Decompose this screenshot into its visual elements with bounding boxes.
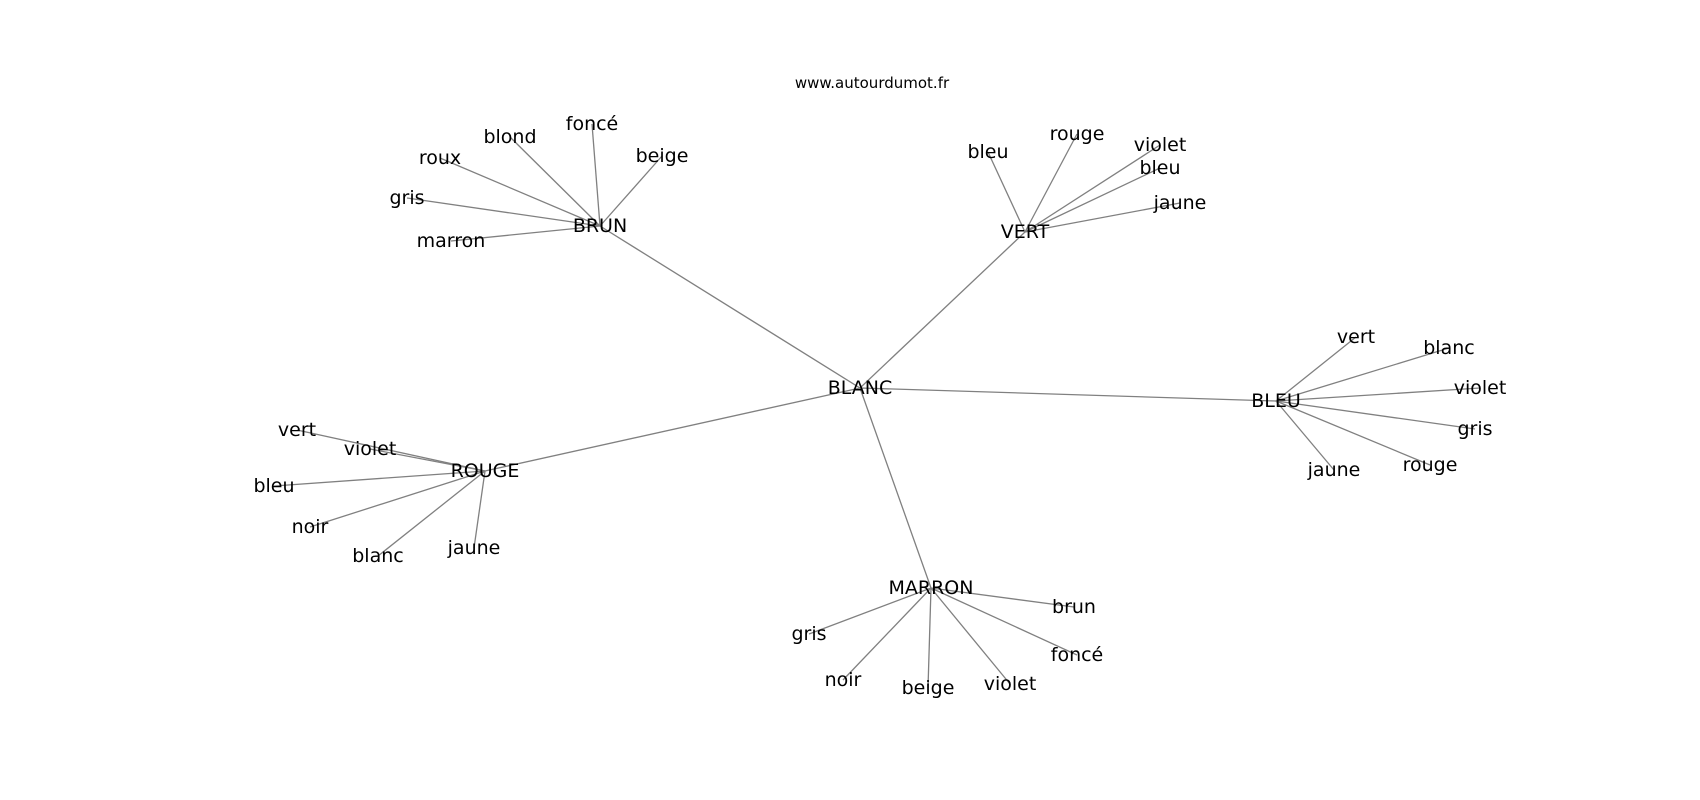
edge-bleu-1 [1275, 347, 1450, 402]
edge-marron-4 [927, 587, 932, 689]
leaf-node-vert-1: rouge [1050, 123, 1105, 145]
leaf-node-marron-1: gris [791, 623, 826, 645]
hub-node-bleu: BLEU [1251, 390, 1301, 412]
edge-marron-1 [808, 587, 932, 635]
edge-bleu-3 [1275, 400, 1476, 430]
edge-vert-2 [1024, 144, 1161, 233]
leaf-node-bleu-3: gris [1457, 418, 1492, 440]
leaf-node-marron-2: foncé [1051, 644, 1104, 666]
edge-brun-2 [591, 123, 601, 227]
leaf-node-marron-5: violet [984, 673, 1037, 695]
edge-center-marron [859, 387, 932, 589]
edge-vert-3 [1024, 167, 1161, 233]
edge-bleu-4 [1275, 400, 1431, 466]
edge-rouge-2 [273, 470, 486, 487]
edge-rouge-0 [296, 429, 486, 472]
hub-node-rouge: ROUGE [451, 460, 520, 482]
leaf-node-bleu-2: violet [1454, 377, 1507, 399]
edge-center-bleu [859, 387, 1277, 402]
edge-bleu-5 [1275, 400, 1335, 471]
leaf-node-bleu-5: jaune [1307, 459, 1361, 481]
edge-center-vert [859, 231, 1026, 389]
leaf-node-rouge-2: bleu [253, 475, 294, 497]
leaf-node-rouge-1: violet [344, 438, 397, 460]
edge-brun-4 [406, 197, 601, 227]
edge-center-brun [599, 225, 861, 389]
edge-rouge-5 [473, 470, 486, 549]
leaf-node-bleu-4: rouge [1403, 454, 1458, 476]
leaf-node-vert-3: bleu [1139, 157, 1180, 179]
leaf-node-rouge-4: blanc [352, 545, 403, 567]
leaf-node-brun-1: blond [483, 126, 536, 148]
leaf-node-brun-3: beige [636, 145, 689, 167]
edge-vert-4 [1024, 202, 1181, 233]
edge-brun-5 [450, 225, 601, 242]
leaf-node-bleu-0: vert [1337, 326, 1375, 348]
edge-brun-1 [509, 136, 601, 227]
center-node-label: BLANC [828, 377, 893, 399]
leaf-node-rouge-5: jaune [447, 537, 501, 559]
edge-brun-0 [439, 157, 601, 227]
leaf-node-vert-4: jaune [1153, 192, 1207, 214]
leaf-node-brun-4: gris [389, 187, 424, 209]
edge-center-rouge [484, 387, 861, 472]
hub-node-vert: VERT [1001, 221, 1050, 243]
hub-node-marron: MARRON [889, 577, 974, 599]
site-url: www.autourdumot.fr [795, 74, 950, 92]
leaf-node-rouge-3: noir [292, 516, 329, 538]
edge-marron-0 [930, 587, 1075, 608]
edge-marron-5 [930, 587, 1011, 685]
edge-rouge-3 [309, 470, 486, 528]
leaf-node-marron-0: brun [1052, 596, 1096, 618]
edge-brun-3 [599, 155, 663, 227]
leaf-node-marron-3: noir [825, 669, 862, 691]
edge-vert-0 [987, 151, 1026, 233]
leaf-node-bleu-1: blanc [1423, 337, 1474, 359]
edge-bleu-2 [1275, 387, 1481, 402]
leaf-node-brun-5: marron [417, 230, 486, 252]
leaf-node-marron-4: beige [902, 677, 955, 699]
edge-rouge-1 [369, 448, 486, 472]
hub-node-brun: BRUN [573, 215, 627, 237]
edge-marron-3 [842, 587, 932, 681]
edge-vert-1 [1024, 133, 1078, 233]
leaf-node-rouge-0: vert [278, 419, 316, 441]
leaf-node-vert-0: bleu [967, 141, 1008, 163]
edge-rouge-4 [377, 470, 486, 557]
edge-marron-2 [930, 587, 1078, 656]
leaf-node-brun-2: foncé [566, 113, 619, 135]
leaf-node-vert-2: violet [1134, 134, 1187, 156]
edge-bleu-0 [1275, 336, 1357, 402]
leaf-node-brun-0: roux [419, 147, 461, 169]
